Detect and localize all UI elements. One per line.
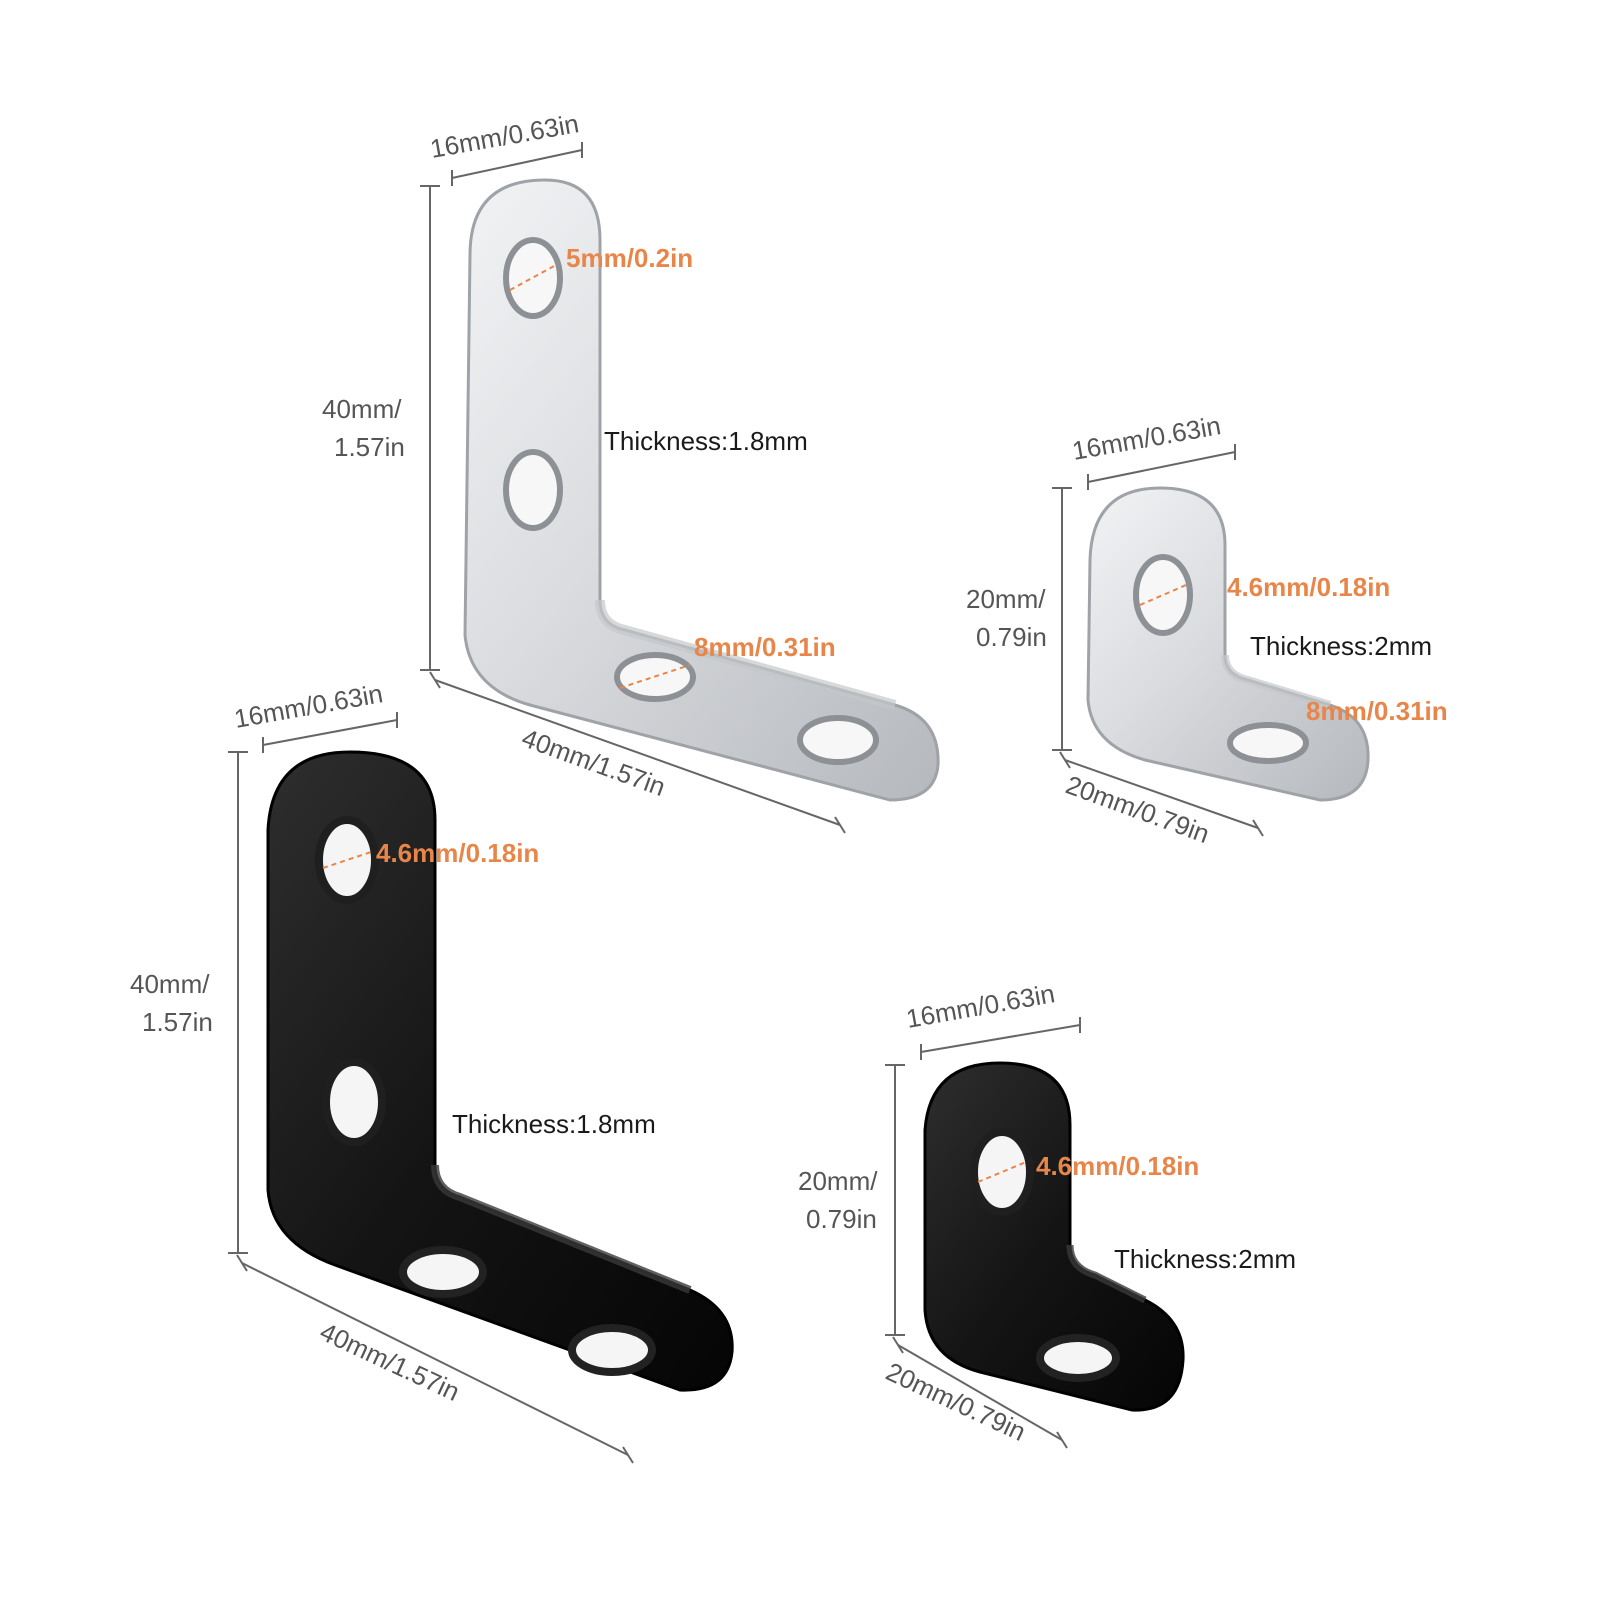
countersink-diameter-label: 8mm/0.31in bbox=[694, 632, 836, 662]
bracket-silver-large: 16mm/0.63in 40mm/ 1.57in 40mm/1.57in Thi… bbox=[322, 108, 940, 834]
hole-icon bbox=[503, 449, 563, 531]
thickness-label: Thickness:2mm bbox=[1250, 631, 1432, 661]
height-label-line1: 40mm/ bbox=[322, 394, 402, 424]
hole-diameter-label: 5mm/0.2in bbox=[566, 243, 693, 273]
hole-icon bbox=[568, 1324, 656, 1376]
thickness-label: Thickness:1.8mm bbox=[604, 426, 808, 456]
hole-icon bbox=[797, 715, 879, 765]
width-label: 16mm/0.63in bbox=[1070, 410, 1223, 466]
hole-icon bbox=[1036, 1334, 1120, 1382]
hole-diameter-label: 4.6mm/0.18in bbox=[1227, 572, 1390, 602]
dimension-lines bbox=[1052, 444, 1264, 837]
height-label-line1: 20mm/ bbox=[966, 584, 1046, 614]
height-label-line1: 20mm/ bbox=[798, 1166, 878, 1196]
bracket-black-small: 16mm/0.63in 20mm/ 0.79in 20mm/0.79in Thi… bbox=[798, 978, 1296, 1449]
bracket-black-large: 16mm/0.63in 40mm/ 1.57in 40mm/1.57in Thi… bbox=[130, 678, 734, 1464]
hole-icon bbox=[315, 816, 379, 904]
length-label: 20mm/0.79in bbox=[1062, 769, 1214, 849]
hole-icon bbox=[1227, 722, 1309, 764]
height-label-line2: 0.79in bbox=[976, 622, 1047, 652]
height-label-line2: 0.79in bbox=[806, 1204, 877, 1234]
hole-icon bbox=[503, 237, 563, 319]
width-label: 16mm/0.63in bbox=[904, 978, 1057, 1034]
dimension-lines bbox=[420, 142, 846, 834]
hole-icon bbox=[1133, 554, 1193, 636]
thickness-label: Thickness:1.8mm bbox=[452, 1109, 656, 1139]
bracket-silver-small: 16mm/0.63in 20mm/ 0.79in 20mm/0.79in Thi… bbox=[966, 410, 1448, 849]
hole-icon bbox=[399, 1246, 487, 1298]
hole-diameter-label: 4.6mm/0.18in bbox=[1036, 1151, 1199, 1181]
hole-diameter-label: 4.6mm/0.18in bbox=[376, 838, 539, 868]
countersink-diameter-label: 8mm/0.31in bbox=[1306, 696, 1448, 726]
height-label-line2: 1.57in bbox=[142, 1007, 213, 1037]
height-label-line2: 1.57in bbox=[334, 432, 405, 462]
hole-icon bbox=[322, 1058, 386, 1146]
dimension-lines bbox=[885, 1017, 1081, 1449]
dimension-lines bbox=[228, 712, 634, 1464]
hole-icon bbox=[970, 1128, 1034, 1216]
height-label-line1: 40mm/ bbox=[130, 969, 210, 999]
thickness-label: Thickness:2mm bbox=[1114, 1244, 1296, 1274]
